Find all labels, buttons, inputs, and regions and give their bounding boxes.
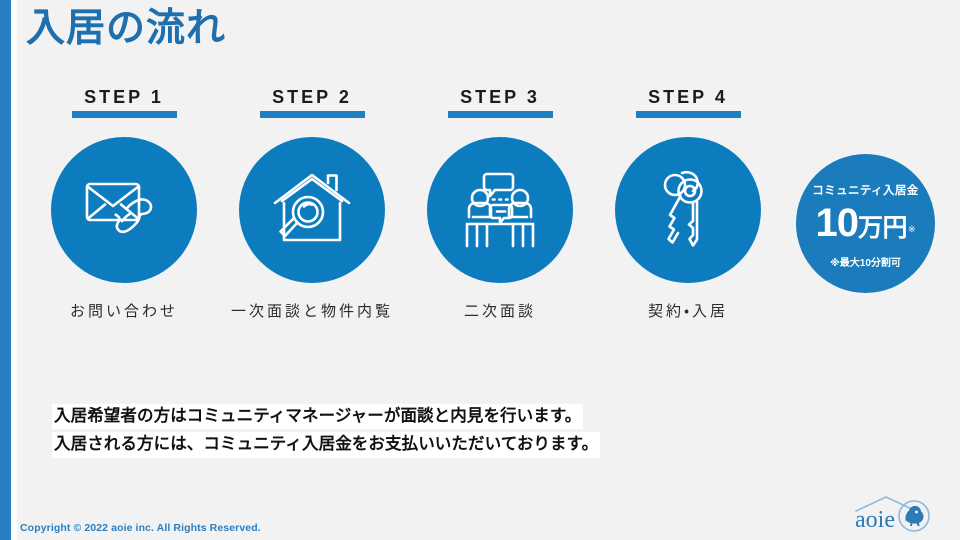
price-badge-title: コミュニティ入居金	[812, 185, 919, 197]
step-label-1: STEP 1	[84, 87, 164, 107]
step-underline-3	[447, 111, 553, 118]
step-caption-3: 二次面談	[463, 303, 536, 320]
step-icon-circle-2	[239, 137, 385, 283]
step-caption-2: 一次面談と物件内覧	[230, 303, 393, 320]
price-badge: コミュニティ入居金 10万円※ ※最大10分割可	[796, 154, 935, 293]
aoie-house-monkey-logo: aoie	[852, 494, 950, 534]
step-icon-circle-1	[51, 137, 197, 283]
step-underline-4	[635, 111, 741, 118]
page-title: 入居の流れ	[26, 7, 227, 50]
step-label-2: STEP 2	[272, 87, 352, 107]
left-accent-bar	[0, 0, 11, 540]
step-caption-1: お問い合わせ	[69, 303, 178, 320]
price-badge-amount: 10万円※	[815, 203, 915, 243]
step-item-3: STEP 3	[406, 86, 594, 323]
price-badge-asterisk: ※	[907, 224, 916, 234]
body-text-line-1: 入居希望者の方はコミュニティマネージャーが面談と内見を行います。	[52, 404, 584, 430]
people-meeting-icon	[459, 171, 541, 249]
keys-icon	[656, 169, 720, 251]
svg-text:aoie: aoie	[855, 507, 895, 533]
house-magnifier-icon	[271, 170, 353, 250]
price-badge-unit: 万円	[857, 214, 908, 242]
left-accent-gap	[11, 0, 17, 540]
step-icon-circle-4	[615, 137, 761, 283]
steps-row: STEP 1 お問い合わせ STEP 2	[30, 86, 800, 386]
step-underline-2	[259, 111, 365, 118]
step-item-1: STEP 1 お問い合わせ	[30, 86, 218, 323]
step-item-4: STEP 4 契約・入居	[594, 86, 782, 323]
step-caption-4: 契約・入居	[647, 303, 729, 320]
step-label-3: STEP 3	[460, 87, 540, 107]
step-underline-1	[71, 111, 177, 118]
body-text-line-2: 入居される方には、コミュニティ入居金をお支払いいただいております。	[52, 432, 601, 458]
price-badge-number: 10	[815, 201, 858, 245]
price-badge-note: ※最大10分割可	[830, 258, 901, 269]
step-label-4: STEP 4	[648, 87, 728, 107]
footer-copyright: Copyright © 2022 aoie inc. All Rights Re…	[20, 522, 261, 534]
step-item-2: STEP 2 一次面談と物件内覧	[218, 86, 406, 323]
envelope-phone-icon	[82, 173, 166, 247]
body-text-block: 入居希望者の方はコミュニティマネージャーが面談と内見を行います。 入居される方に…	[52, 404, 960, 458]
step-icon-circle-3	[427, 137, 573, 283]
